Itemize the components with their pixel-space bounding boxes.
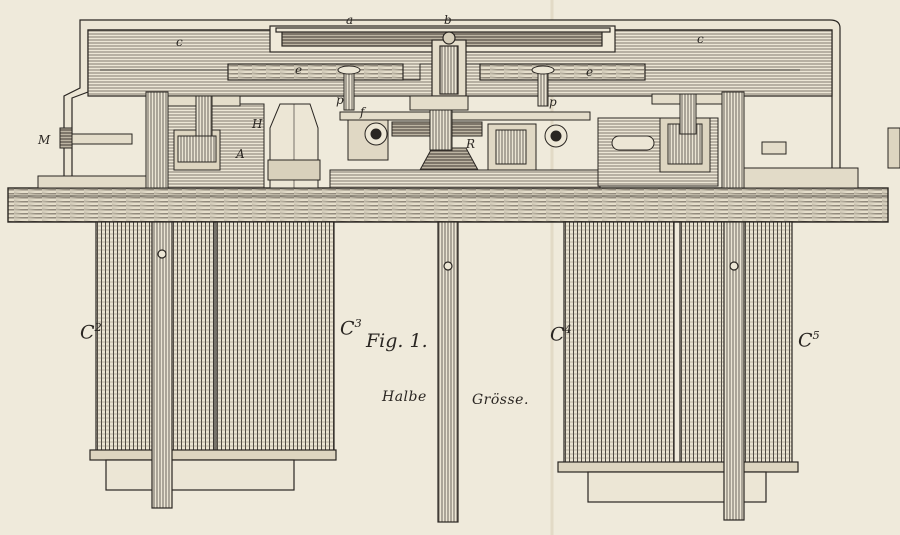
label-C2: C2 — [80, 320, 102, 344]
label-a: a — [346, 13, 354, 27]
figure-title: Fig. 1. — [366, 330, 428, 352]
label-R: R — [466, 137, 476, 151]
scale-note-grosse: Grösse. — [472, 392, 529, 408]
coil-c3 — [215, 221, 335, 455]
label-e-right: e — [586, 65, 594, 79]
label-c-right: c — [697, 32, 704, 46]
instrument-cover — [63, 19, 841, 191]
label-p-right: p — [549, 95, 557, 109]
label-A: A — [236, 147, 245, 161]
label-p-left: p — [336, 93, 344, 107]
lower-yoke-left — [105, 459, 295, 491]
label-C5: C5 — [798, 328, 820, 352]
rods — [151, 221, 745, 523]
label-b: b — [444, 13, 452, 27]
label-M: M — [38, 133, 51, 147]
base-plate — [7, 187, 889, 223]
label-e-left: e — [295, 63, 303, 77]
edge-fragment — [887, 127, 900, 169]
label-c-left: c — [176, 35, 183, 49]
mechanism — [37, 65, 859, 189]
label-C4: C4 — [550, 322, 572, 346]
coil-c4 — [563, 221, 675, 467]
scale-note-halbe: Halbe — [382, 389, 427, 405]
label-f: f — [360, 105, 365, 119]
label-C3: C3 — [340, 316, 362, 340]
label-H: H — [252, 117, 263, 131]
